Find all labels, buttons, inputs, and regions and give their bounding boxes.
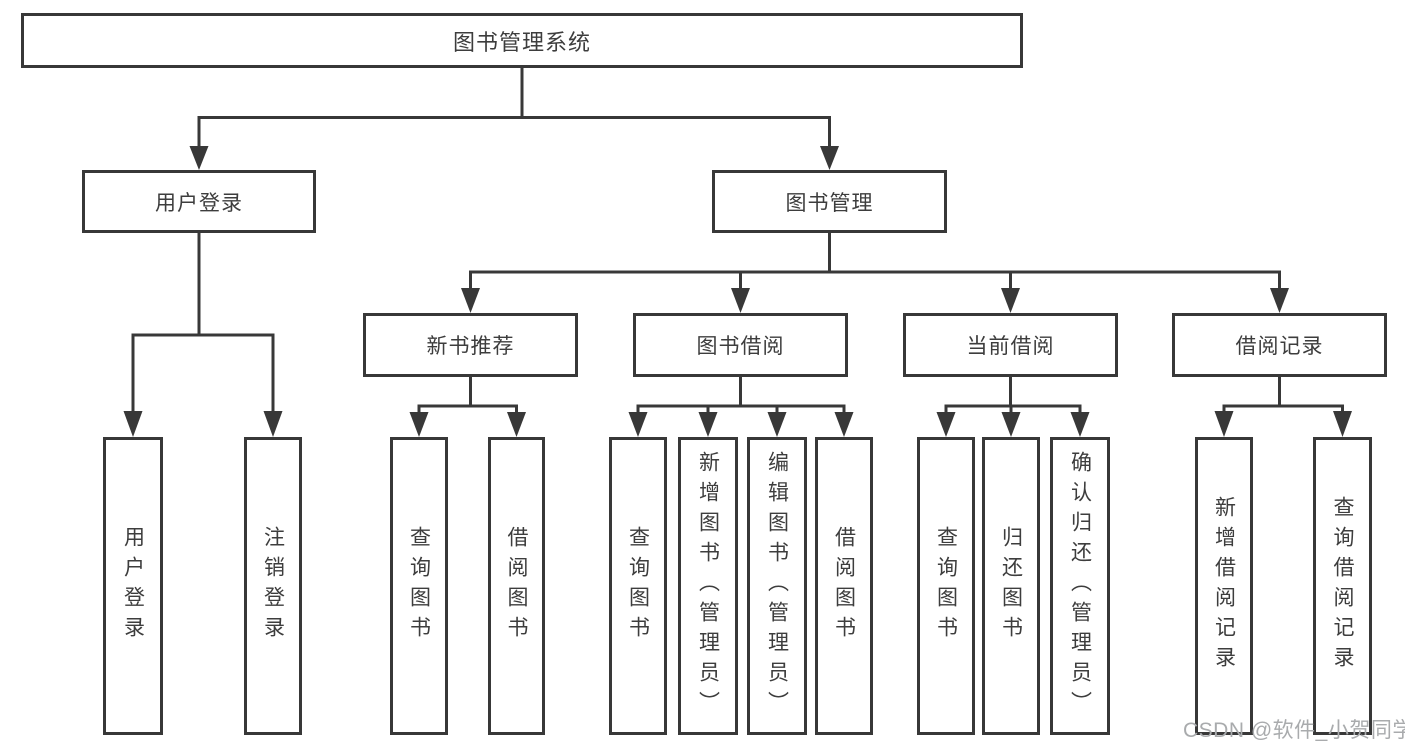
leaf-label: 查询借阅记录 xyxy=(1331,496,1354,676)
node-current-borrow: 当前借阅 xyxy=(903,313,1118,377)
node-label: 图书借阅 xyxy=(696,335,785,358)
leaf-user-login: 用户登录 xyxy=(103,437,163,735)
node-book-borrow: 图书借阅 xyxy=(633,313,848,377)
leaf-label: 新增图书（管理员） xyxy=(696,451,720,721)
leaf-label: 查询图书 xyxy=(626,526,650,646)
leaf-add-books-admin: 新增图书（管理员） xyxy=(678,437,738,735)
leaf-logout: 注销登录 xyxy=(244,437,302,735)
node-library-management-system: 图书管理系统 xyxy=(21,13,1023,68)
leaf-add-borrow-record: 新增借阅记录 xyxy=(1195,437,1253,735)
leaf-return-books: 归还图书 xyxy=(982,437,1040,735)
leaf-label: 归还图书 xyxy=(999,526,1023,646)
node-label: 当前借阅 xyxy=(966,335,1055,358)
leaf-label: 用户登录 xyxy=(121,526,145,646)
leaf-edit-books-admin: 编辑图书（管理员） xyxy=(747,437,807,735)
leaf-label: 注销登录 xyxy=(261,526,285,646)
leaf-query-books-borrow: 查询图书 xyxy=(609,437,667,735)
leaf-confirm-return-admin: 确认归还（管理员） xyxy=(1050,437,1110,735)
node-new-book-recommend: 新书推荐 xyxy=(363,313,578,377)
connector-book-borrow-split xyxy=(628,377,854,437)
connector-root-split xyxy=(189,68,839,170)
leaf-label: 查询图书 xyxy=(934,526,958,646)
node-label: 用户登录 xyxy=(155,191,243,215)
leaf-borrow-books: 借阅图书 xyxy=(815,437,873,735)
node-borrow-record: 借阅记录 xyxy=(1172,313,1387,377)
leaf-label: 编辑图书（管理员） xyxy=(765,451,789,721)
leaf-borrow-books-recommend: 借阅图书 xyxy=(488,437,545,735)
node-label: 图书管理系统 xyxy=(452,29,591,55)
connector-borrow-record-split xyxy=(1214,377,1352,437)
node-user-login: 用户登录 xyxy=(82,170,316,233)
node-label: 新书推荐 xyxy=(426,335,515,358)
connector-user-login-split xyxy=(123,233,283,437)
leaf-label: 确认归还（管理员） xyxy=(1068,451,1092,721)
leaf-label: 借阅图书 xyxy=(505,526,528,646)
connector-book-mgmt-split xyxy=(461,233,1289,313)
leaf-query-books-current: 查询图书 xyxy=(917,437,975,735)
leaf-label: 借阅图书 xyxy=(832,526,856,646)
leaf-query-borrow-record: 查询借阅记录 xyxy=(1313,437,1372,735)
connector-current-borrow-split xyxy=(936,377,1090,437)
node-book-management: 图书管理 xyxy=(712,170,947,233)
connector-new-book-split xyxy=(409,377,526,437)
node-label: 借阅记录 xyxy=(1235,335,1324,358)
leaf-label: 新增借阅记录 xyxy=(1212,496,1236,676)
node-label: 图书管理 xyxy=(785,191,874,215)
leaf-query-books-recommend: 查询图书 xyxy=(390,437,448,735)
leaf-label: 查询图书 xyxy=(407,526,431,646)
csdn-watermark: CSDN @软件_小贺同学 xyxy=(1183,719,1405,742)
